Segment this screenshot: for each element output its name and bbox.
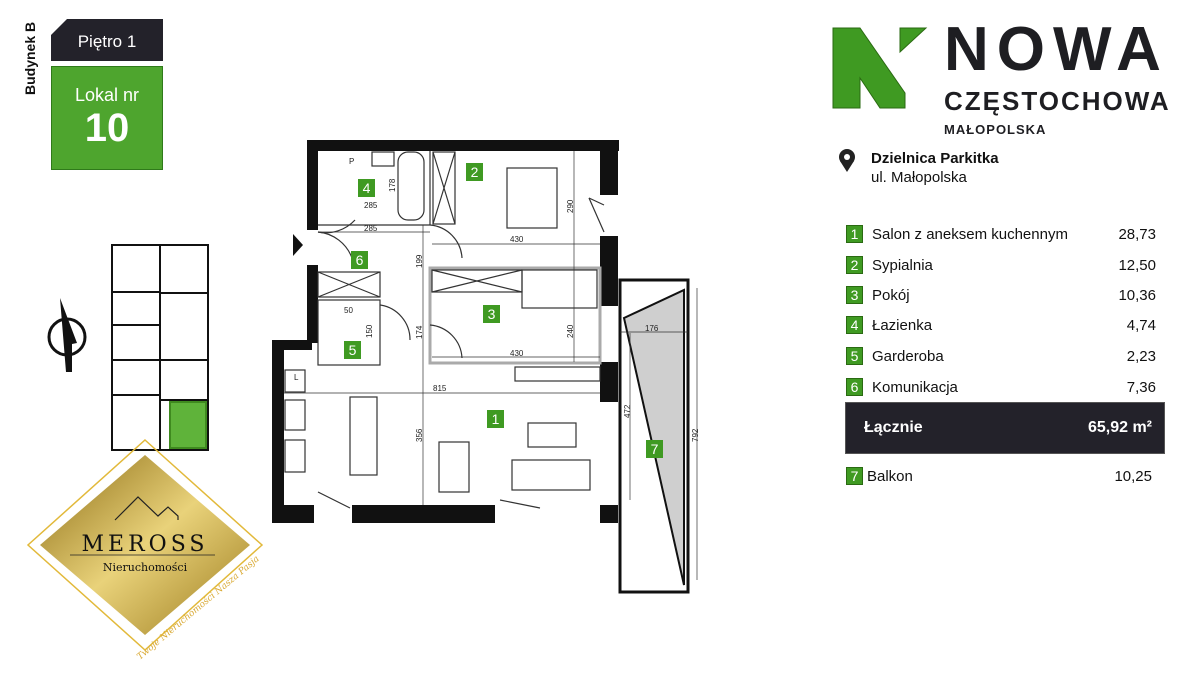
svg-text:356: 356 [415, 428, 424, 442]
watermark-sub: Nieruchomości [103, 561, 188, 574]
dimension-labels: 285 285 178 290 430 199 50 150 174 240 4… [294, 157, 700, 442]
north-compass-icon [47, 298, 87, 372]
district: Dzielnica Parkitka [871, 150, 999, 167]
location-pin-icon [839, 149, 855, 172]
svg-text:3: 3 [488, 306, 496, 322]
apartment-plan: 1 2 3 4 5 6 7 285 285 178 290 430 199 50… [272, 140, 700, 594]
svg-text:240: 240 [566, 324, 575, 338]
brand-name: NOWA [944, 15, 1169, 84]
street: ul. Małopolska [871, 169, 967, 186]
svg-text:5: 5 [349, 342, 357, 358]
room-tag-4: 4 [358, 179, 375, 197]
room-tag-3: 3 [483, 305, 500, 323]
room-tag-6: 6 [351, 251, 368, 269]
total-area-box: Łącznie 65,92 m² [845, 402, 1165, 454]
svg-text:290: 290 [566, 199, 575, 213]
svg-text:472: 472 [623, 404, 632, 418]
svg-text:L: L [294, 373, 299, 382]
meross-watermark: MEROSS Nieruchomości Twoje Nieruchomości… [26, 438, 264, 662]
svg-text:285: 285 [364, 201, 378, 210]
svg-text:50: 50 [344, 306, 353, 315]
brand-region: MAŁOPOLSKA [944, 122, 1047, 137]
unit-label: Lokal nr [74, 85, 140, 105]
svg-text:430: 430 [510, 349, 524, 358]
total-label: Łącznie [864, 419, 923, 436]
brand-logo-icon [832, 27, 928, 109]
svg-text:176: 176 [645, 324, 659, 333]
svg-text:2: 2 [471, 164, 479, 180]
svg-text:815: 815 [433, 384, 447, 393]
key-plan [111, 244, 209, 451]
floor-label: Piętro 1 [51, 19, 163, 61]
svg-text:792: 792 [691, 428, 700, 442]
svg-text:150: 150 [365, 324, 374, 338]
room-tag-5: 5 [344, 341, 361, 359]
svg-text:178: 178 [388, 178, 397, 192]
room-tag-1: 1 [487, 410, 504, 428]
watermark-name: MEROSS [82, 532, 209, 557]
svg-text:174: 174 [415, 325, 424, 339]
svg-text:199: 199 [415, 254, 424, 268]
room-tag-7: 7 [646, 440, 663, 458]
unit-badge: Lokal nr 10 [51, 66, 163, 170]
svg-text:P: P [349, 157, 354, 166]
svg-text:4: 4 [363, 180, 371, 196]
unit-number: 10 [84, 106, 130, 150]
svg-text:1: 1 [492, 411, 500, 427]
svg-text:285: 285 [364, 224, 378, 233]
svg-text:6: 6 [356, 252, 364, 268]
svg-text:7: 7 [651, 441, 659, 457]
room-tag-2: 2 [466, 163, 483, 181]
total-value: 65,92 m² [1087, 419, 1152, 436]
entrance-arrow-icon [293, 234, 303, 256]
brand-city: CZĘSTOCHOWA [944, 86, 1171, 116]
svg-text:430: 430 [510, 235, 524, 244]
